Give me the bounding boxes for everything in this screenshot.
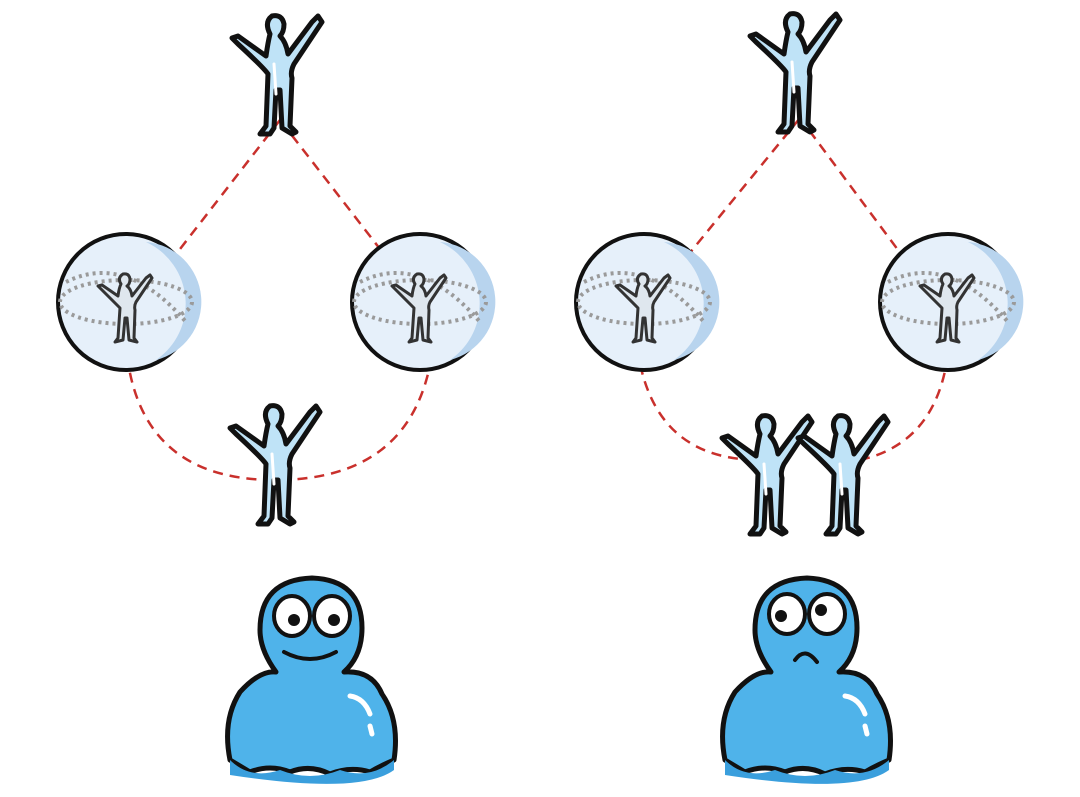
standing-figure-icon [750, 14, 840, 132]
sphere-figure-icon [58, 234, 201, 370]
sphere-figure-icon [576, 234, 719, 370]
standing-figure-icon [722, 416, 812, 534]
left-dashed-path [123, 117, 437, 482]
right-panel [576, 14, 1023, 784]
left-panel [58, 16, 495, 784]
standing-figure-icon [232, 16, 322, 134]
sphere-figure-icon [352, 234, 495, 370]
sphere-figure-icon [880, 234, 1023, 370]
smiling-character-icon [225, 575, 398, 784]
standing-figure-icon [798, 416, 888, 534]
frowning-character-icon [720, 575, 893, 784]
standing-figure-icon [230, 406, 320, 524]
